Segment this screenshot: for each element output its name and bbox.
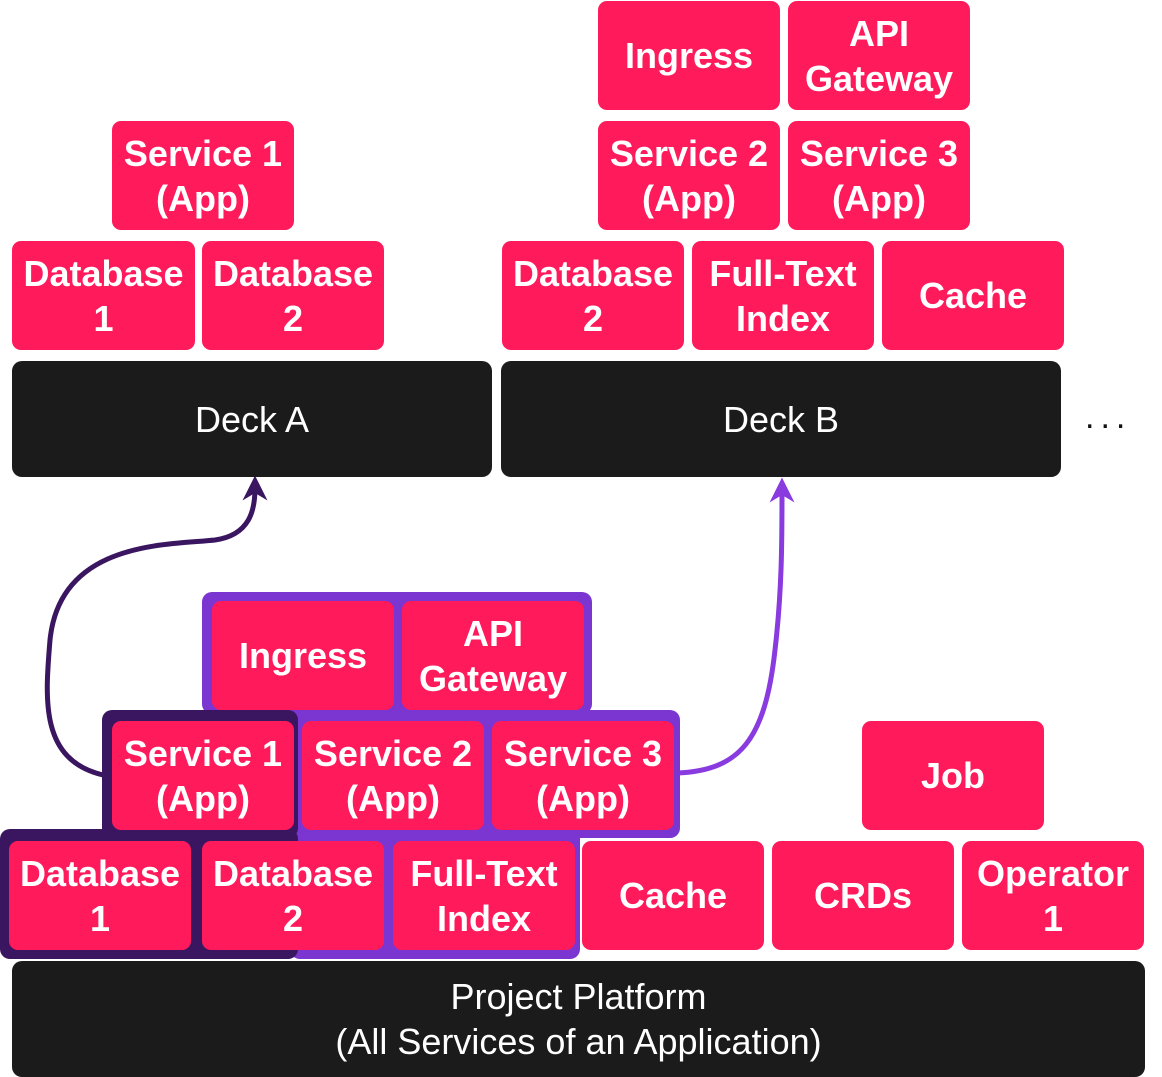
deck-b-service-3-box: Service 3 (App) — [788, 121, 970, 230]
more-decks-ellipsis: ... — [1085, 398, 1132, 436]
platform-job-box: Job — [862, 721, 1044, 830]
platform-api-gateway-box: API Gateway — [402, 601, 584, 710]
deck-b-full-text-index-box: Full-Text Index — [692, 241, 874, 350]
deck-a: Deck A — [12, 361, 492, 477]
deck-a-service-1-box: Service 1 (App) — [112, 121, 294, 230]
project-platform: Project Platform (All Services of an App… — [12, 961, 1145, 1077]
deck-b: Deck B — [501, 361, 1061, 477]
arrow-to-deck-a — [44, 475, 268, 778]
platform-service-3-box: Service 3 (App) — [492, 721, 674, 830]
arrow-to-deck-b — [677, 477, 795, 776]
platform-crds-box: CRDs — [772, 841, 954, 950]
platform-operator-1-box: Operator 1 — [962, 841, 1144, 950]
deck-a-database-1-box: Database 1 — [12, 241, 195, 350]
platform-database-2-box: Database 2 — [202, 841, 384, 950]
deck-b-database-2-box: Database 2 — [502, 241, 684, 350]
platform-full-text-index-box: Full-Text Index — [393, 841, 575, 950]
deck-b-ingress-box: Ingress — [598, 1, 780, 110]
platform-ingress-box: Ingress — [212, 601, 394, 710]
deck-b-cache-box: Cache — [882, 241, 1064, 350]
platform-cache-box: Cache — [582, 841, 764, 950]
deck-b-api-gateway-box: API Gateway — [788, 1, 970, 110]
deck-a-database-2-box: Database 2 — [202, 241, 384, 350]
platform-service-1-box: Service 1 (App) — [112, 721, 294, 830]
deck-b-service-2-box: Service 2 (App) — [598, 121, 780, 230]
platform-database-1-box: Database 1 — [9, 841, 191, 950]
platform-service-2-box: Service 2 (App) — [302, 721, 484, 830]
